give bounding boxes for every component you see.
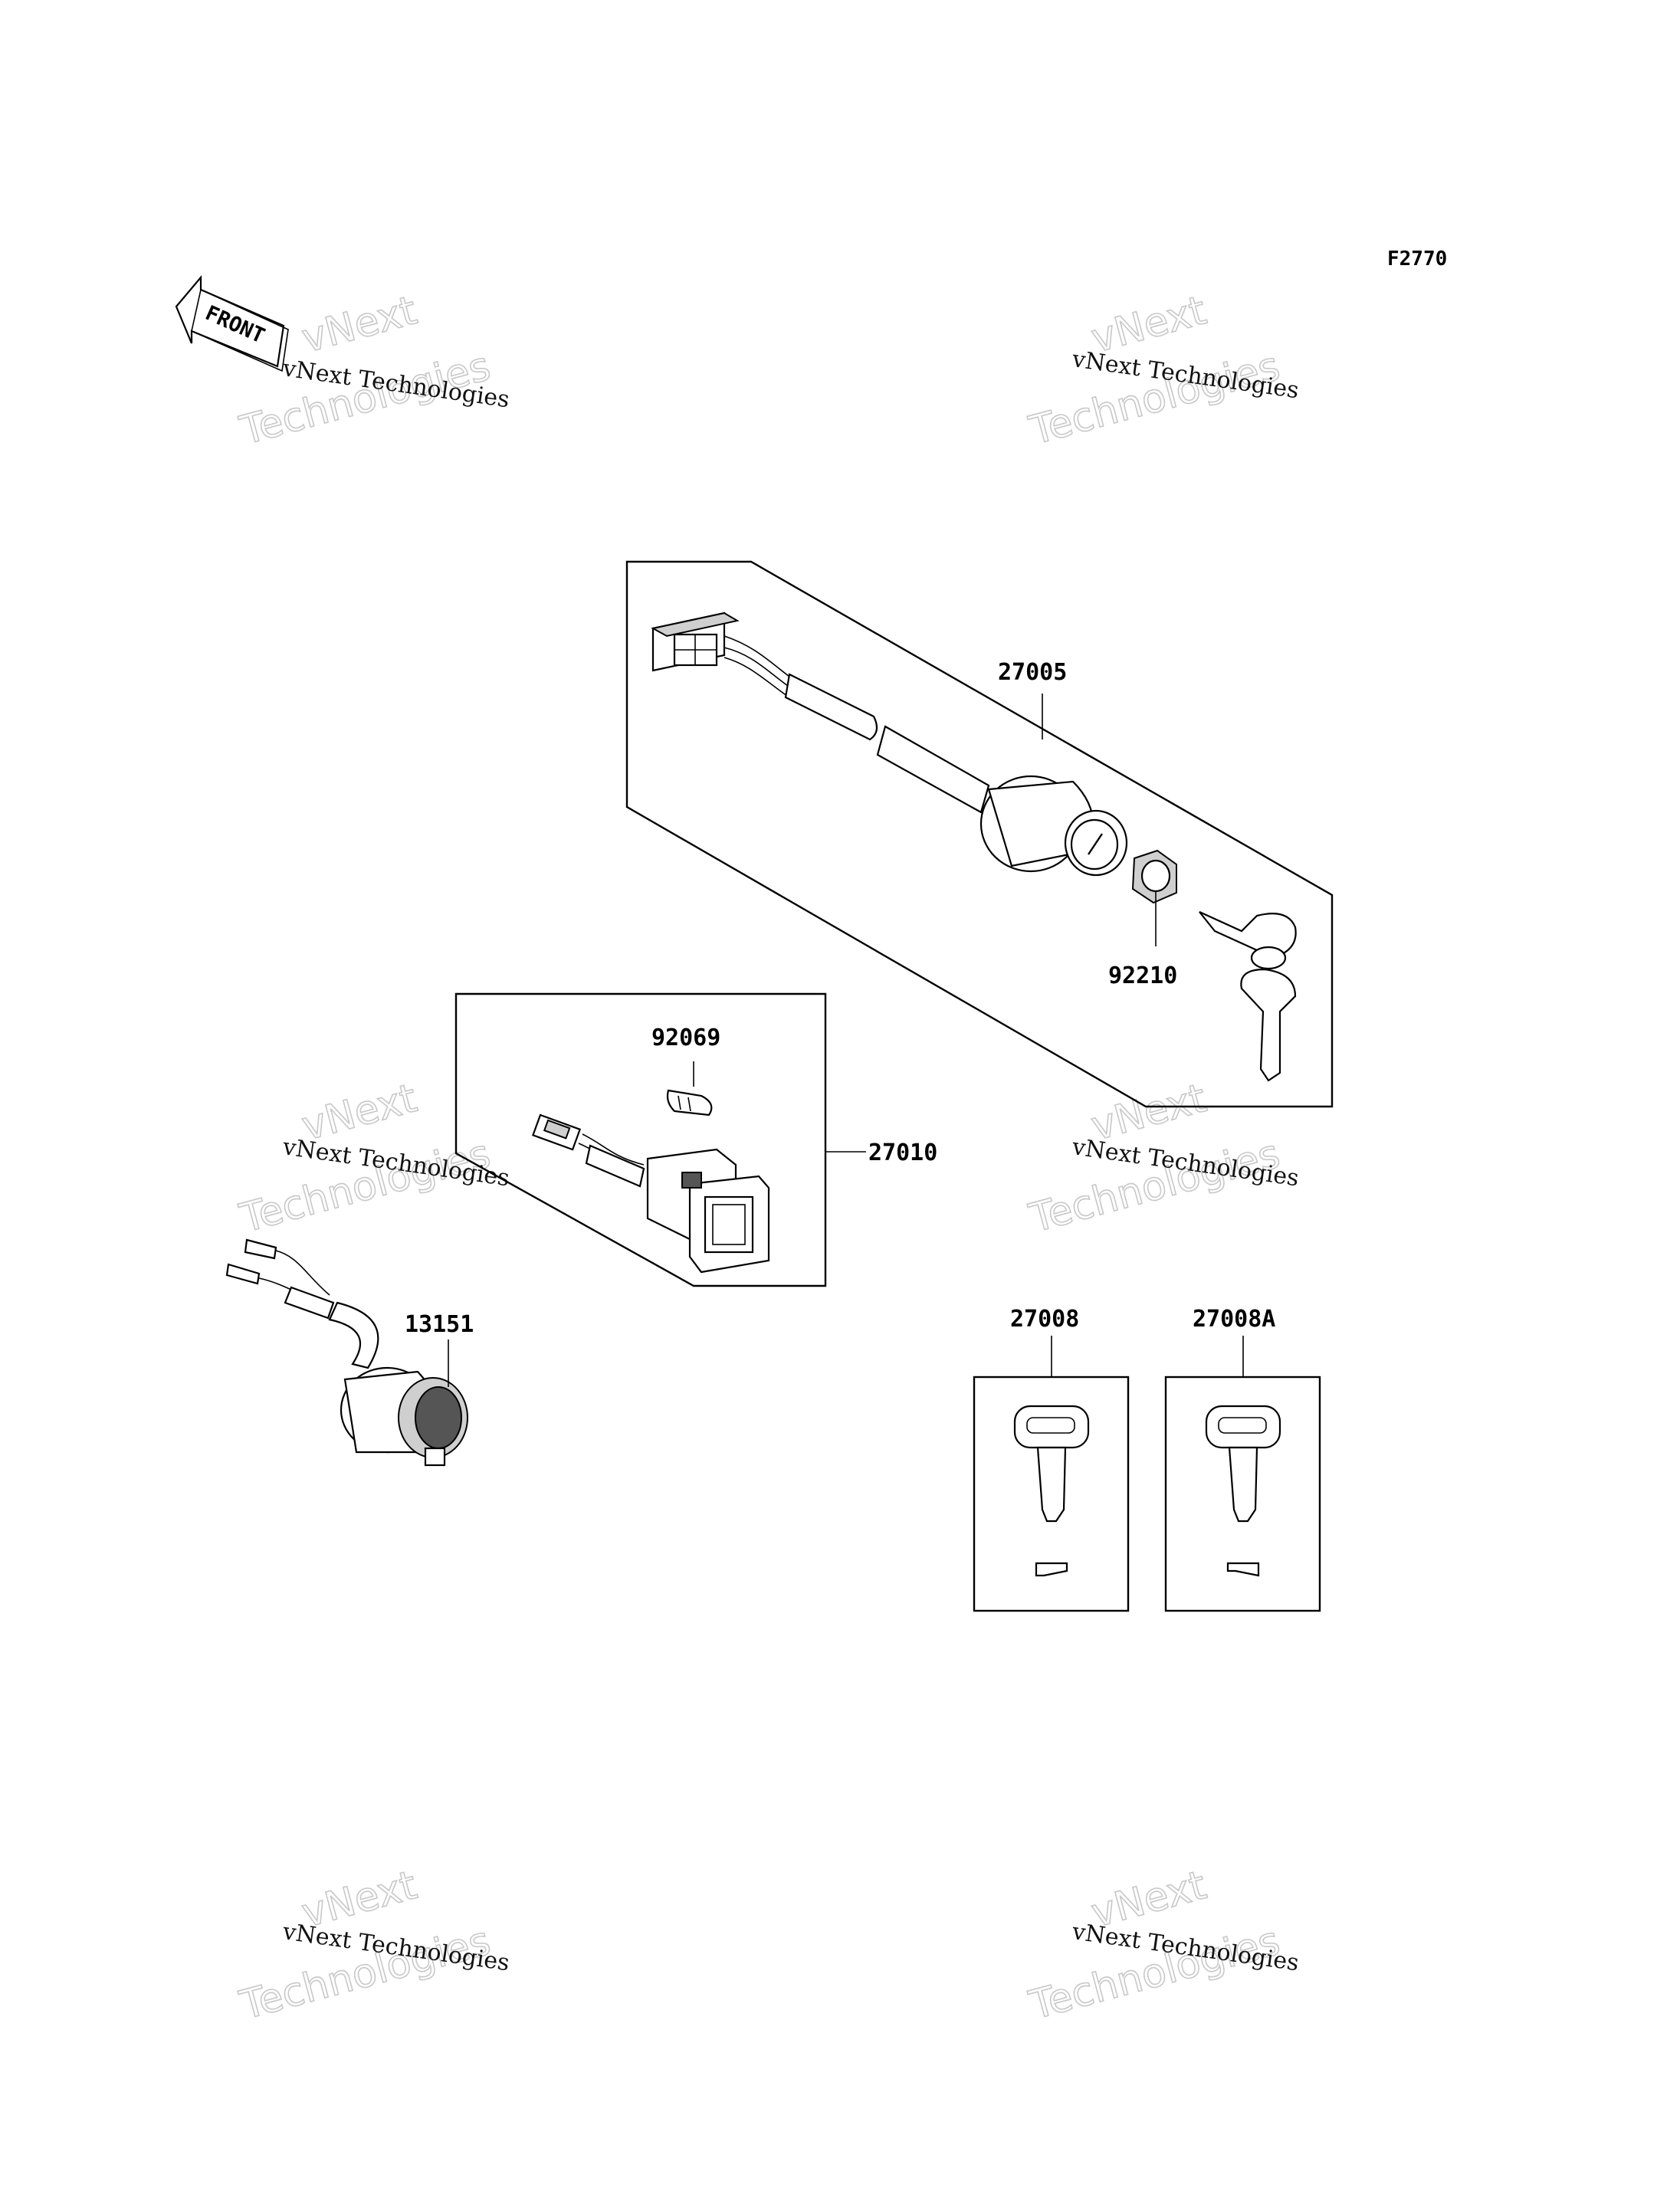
ignition-switch-boundary <box>625 560 1334 1108</box>
indicator-connector-icon <box>532 1113 582 1151</box>
indicator-switch-group <box>454 992 866 1287</box>
part-label-27010: 27010 <box>868 1139 937 1166</box>
ignition-switch-group <box>625 560 1334 1108</box>
watermark-mid-right: vNext Technologies vNext Technologies <box>1024 1074 1301 1242</box>
indicator-switch-boundary <box>454 992 827 1287</box>
part-label-27005: 27005 <box>998 659 1067 686</box>
figure-code: F2770 <box>1387 248 1447 271</box>
part-label-13151: 13151 <box>405 1311 474 1338</box>
watermark-bottom-left: vNext Technologies vNext Technologies <box>235 1861 511 2029</box>
ignition-switch-body-icon <box>979 775 1128 877</box>
front-arrow-icon: FRONT <box>175 274 289 372</box>
indicator-switch-body-icon <box>646 1148 770 1274</box>
bulb-icon <box>666 1089 713 1117</box>
svg-text:vNext: vNext <box>297 287 422 362</box>
part-label-27008: 27008 <box>1010 1306 1079 1333</box>
nut-icon <box>1131 849 1177 904</box>
part-label-27008A: 27008A <box>1193 1306 1275 1333</box>
key-blank-icon <box>1013 1405 1090 1577</box>
socket-group <box>225 1238 468 1467</box>
key-blank-group <box>973 1336 1321 1612</box>
part-label-92210: 92210 <box>1108 962 1177 989</box>
part-label-92069: 92069 <box>651 1025 720 1051</box>
ignition-connector-icon <box>651 612 740 672</box>
key-blank-alt-icon <box>1205 1405 1281 1577</box>
watermark-bottom-right: vNext Technologies vNext Technologies <box>1024 1861 1301 2029</box>
watermark-mid-left: vNext Technologies vNext Technologies <box>235 1074 511 1242</box>
socket-body-icon <box>340 1366 468 1467</box>
watermark-top-right: vNext Technologies vNext Technologies <box>1024 287 1301 454</box>
watermark-top-left: vNext Technologies vNext Technologies <box>235 287 511 454</box>
key-pair-icon <box>1199 910 1297 1082</box>
